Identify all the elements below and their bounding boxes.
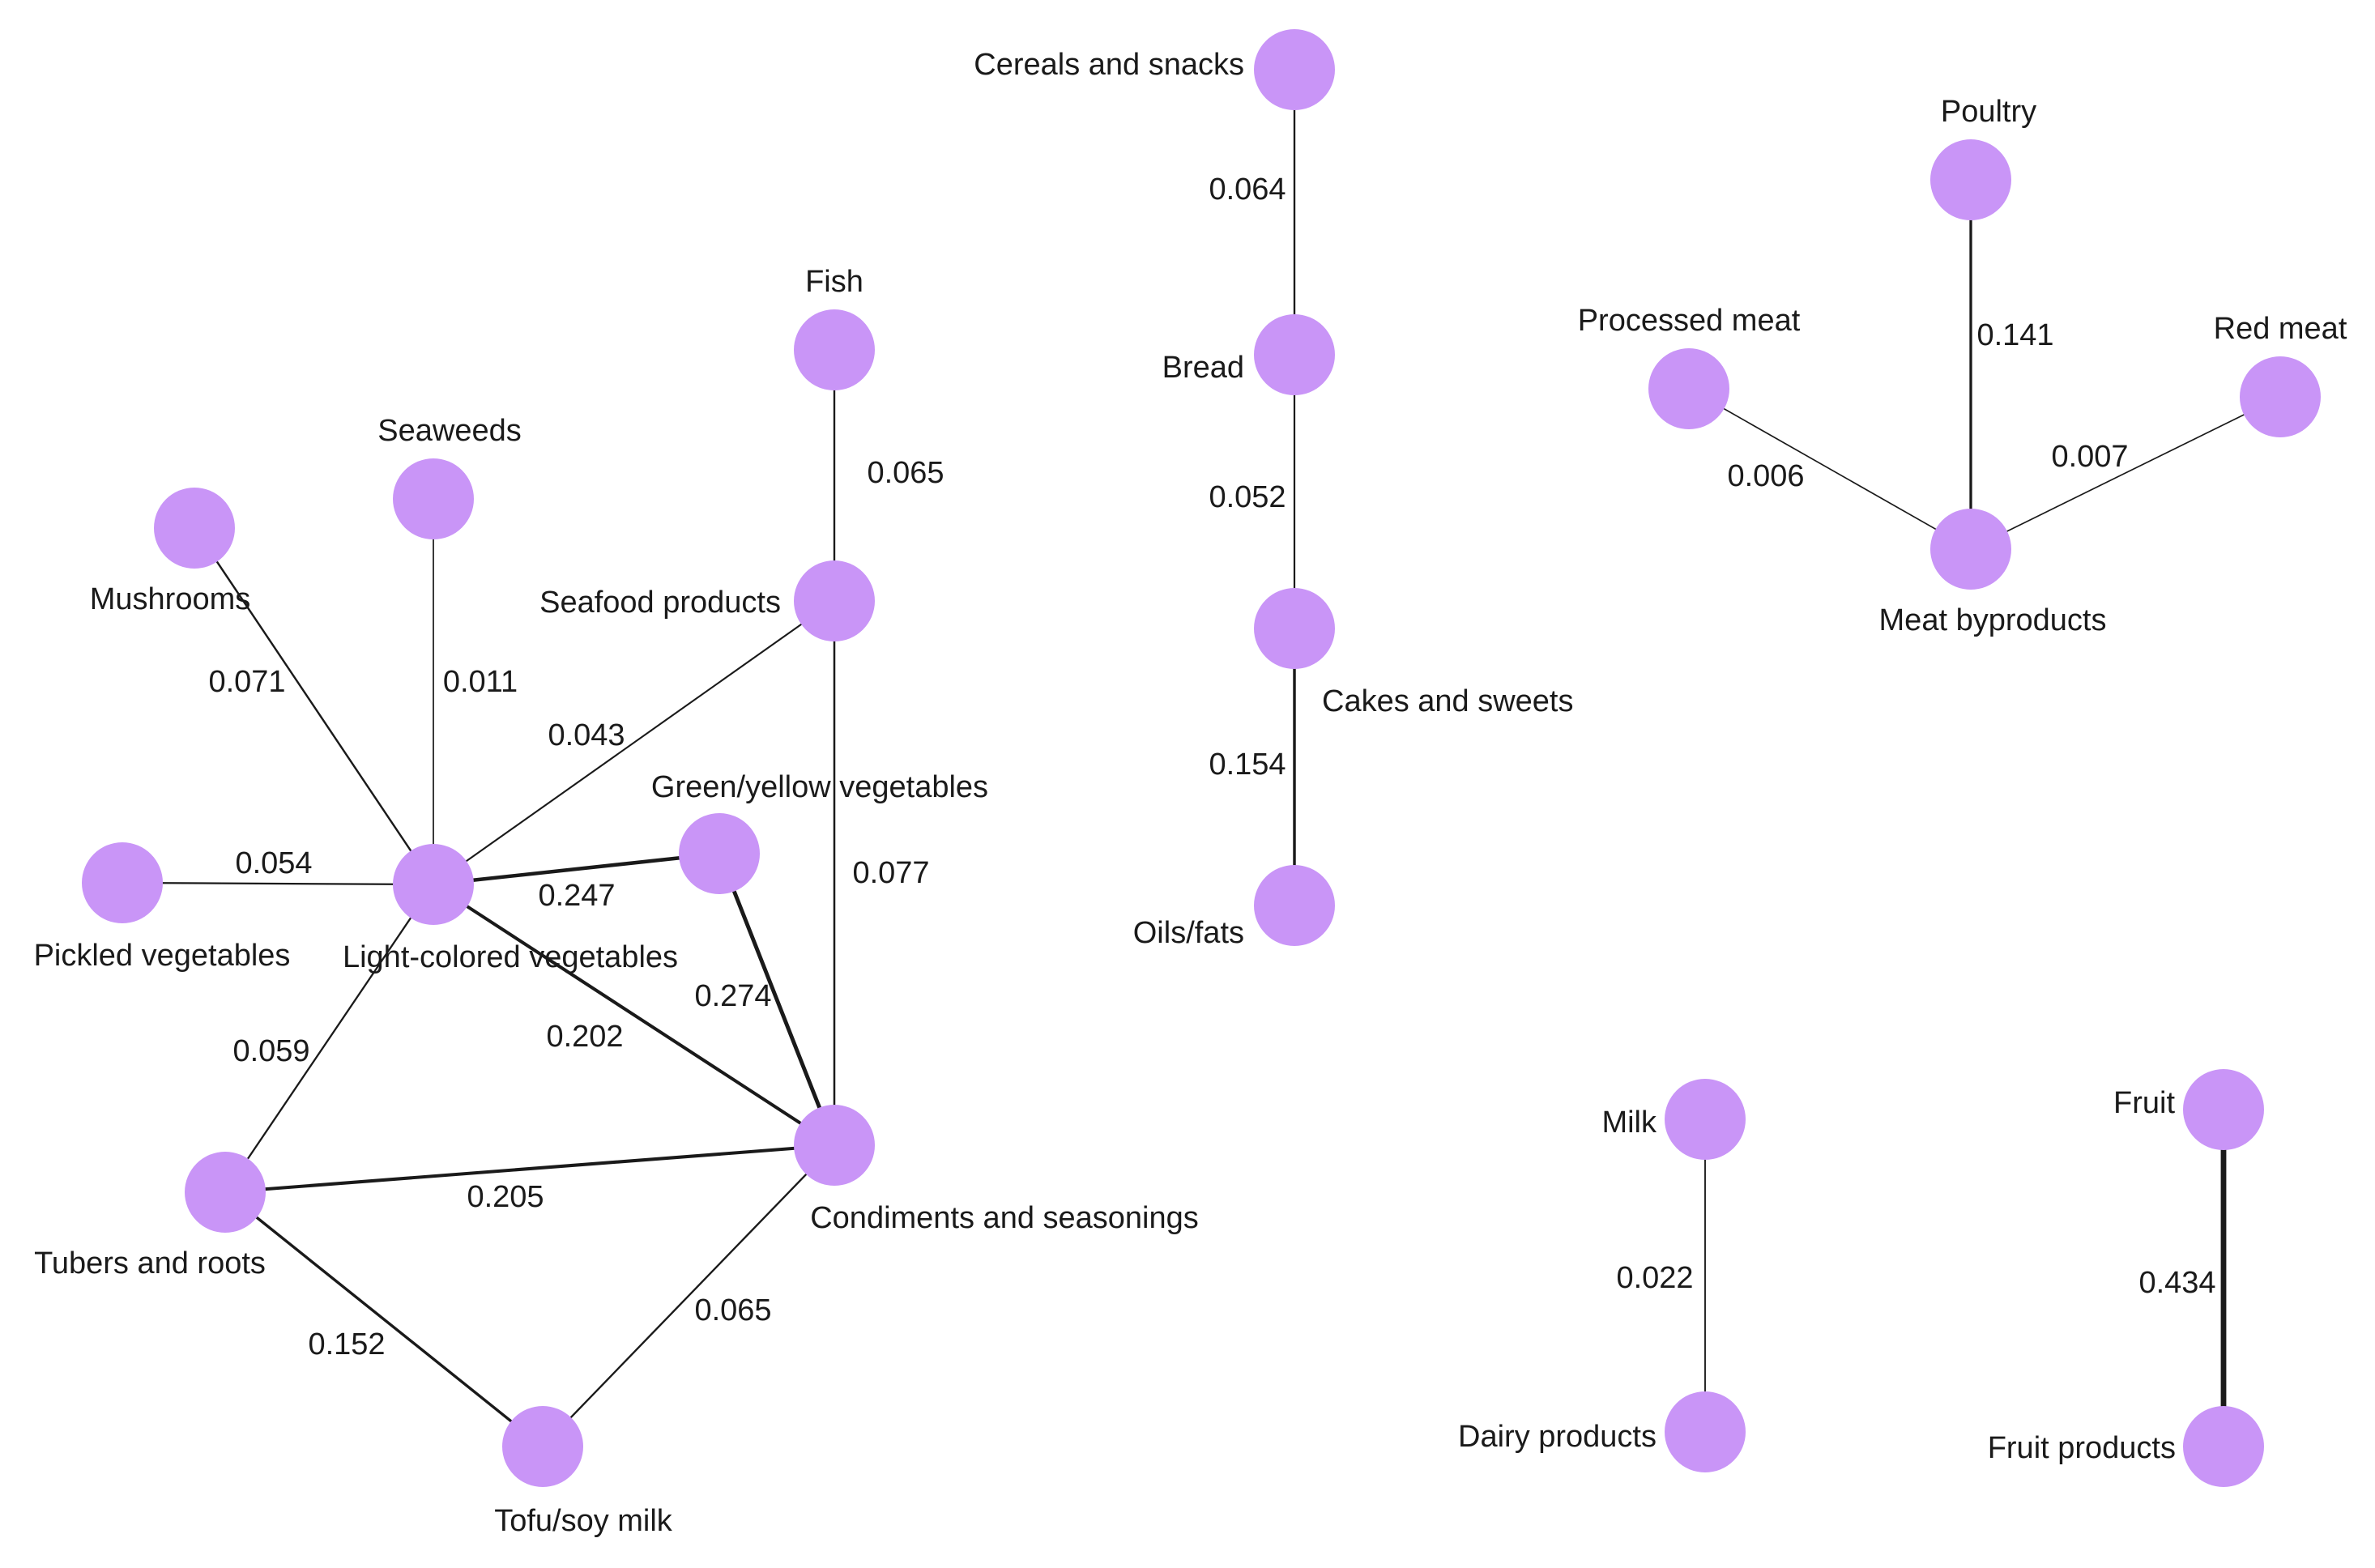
edge-weight-label: 0.007	[2051, 440, 2128, 474]
edge-weight-label: 0.205	[467, 1180, 544, 1214]
node-tubers	[185, 1152, 266, 1233]
node-lightcol	[393, 844, 474, 925]
node-fish	[794, 309, 875, 390]
node-label-condiments: Condiments and seasonings	[810, 1201, 1199, 1235]
node-seaweeds	[393, 458, 474, 539]
edge-weight-label: 0.043	[548, 718, 625, 752]
edge-mushrooms-lightcol	[193, 526, 435, 886]
node-bread	[1254, 314, 1335, 395]
edge-weight-label: 0.247	[538, 879, 615, 913]
node-label-milk: Milk	[1601, 1106, 1657, 1140]
edge-tubers-tofu	[224, 1191, 544, 1448]
node-processed	[1648, 348, 1729, 429]
node-label-mushrooms: Mushrooms	[90, 582, 251, 616]
node-greenyellow	[679, 813, 760, 894]
edge-weight-label: 0.065	[694, 1293, 771, 1327]
node-pickled	[82, 842, 163, 923]
edge-condiments-tofu	[541, 1144, 836, 1448]
edge-weight-label: 0.006	[1727, 459, 1804, 493]
node-milk	[1665, 1079, 1746, 1160]
node-label-fruit: Fruit	[2113, 1086, 2175, 1120]
node-cakes	[1254, 588, 1335, 669]
edge-pickled-lightcol	[121, 881, 435, 886]
edge-weight-label: 0.434	[2138, 1266, 2215, 1300]
edge-labels-layer: 0.064 0.052 0.154 0.141 0.006 0.007 0.065 0.011…	[208, 173, 2215, 1361]
edge-lightcol-condiments	[431, 882, 837, 1148]
node-label-lightcol: Light-colored vegetables	[343, 940, 678, 974]
node-label-tofu: Tofu/soy milk	[494, 1504, 673, 1538]
node-label-meatby: Meat byproducts	[1879, 603, 2107, 637]
node-redmeat	[2240, 356, 2321, 437]
edge-lightcol-greenyellow	[431, 851, 722, 887]
edge-weight-label: 0.154	[1209, 748, 1286, 782]
node-label-bread: Bread	[1162, 351, 1244, 385]
edge-lightcol-tubers	[224, 883, 435, 1194]
node-label-seafood: Seafood products	[539, 586, 781, 620]
node-tofu	[502, 1406, 583, 1487]
edge-weight-label: 0.054	[235, 846, 312, 880]
node-poultry	[1930, 139, 2011, 220]
edge-weight-label: 0.064	[1209, 173, 1286, 207]
node-label-greenyellow: Green/yellow vegetables	[651, 770, 988, 804]
node-oils	[1254, 865, 1335, 946]
node-fruitprod	[2183, 1406, 2264, 1487]
nodes-layer	[82, 29, 2321, 1487]
node-dairy	[1665, 1391, 1746, 1472]
edge-weight-label: 0.274	[694, 979, 771, 1013]
node-label-oils: Oils/fats	[1133, 916, 1244, 950]
node-mushrooms	[154, 488, 235, 569]
node-label-cereals: Cereals and snacks	[974, 48, 1244, 82]
edge-tubers-condiments	[223, 1143, 837, 1195]
node-label-poultry: Poultry	[1941, 95, 2036, 129]
edge-weight-label: 0.071	[208, 665, 285, 699]
node-label-processed: Processed meat	[1578, 304, 1801, 338]
node-label-pickled: Pickled vegetables	[34, 939, 291, 973]
edge-greenyellow-condiments	[717, 851, 837, 1148]
edge-weight-label: 0.077	[852, 856, 929, 890]
edge-weight-label: 0.059	[232, 1034, 309, 1068]
node-label-fish: Fish	[805, 265, 863, 299]
edge-weight-label: 0.052	[1209, 480, 1286, 514]
edge-weight-label: 0.065	[867, 456, 944, 490]
edge-seafood-lightcol	[432, 599, 836, 886]
edge-weight-label: 0.141	[1976, 318, 2053, 352]
node-fruit	[2183, 1069, 2264, 1150]
edge-processed-meatby	[1688, 388, 1972, 550]
edge-weight-label: 0.202	[546, 1020, 623, 1054]
node-seafood	[794, 560, 875, 641]
node-label-tubers: Tubers and roots	[34, 1246, 266, 1280]
edge-redmeat-meatby	[1970, 396, 2281, 550]
node-label-redmeat: Red meat	[2214, 312, 2347, 346]
edge-weight-label: 0.011	[443, 665, 518, 699]
node-meatby	[1930, 509, 2011, 590]
edge-weight-label: 0.152	[308, 1327, 385, 1361]
node-cereals	[1254, 29, 1335, 110]
edges-layer	[121, 68, 2281, 1450]
node-condiments	[794, 1105, 875, 1186]
edge-weight-label: 0.022	[1616, 1261, 1693, 1295]
node-label-fruitprod: Fruit products	[1988, 1431, 2176, 1465]
node-label-dairy: Dairy products	[1458, 1420, 1657, 1454]
node-label-seaweeds: Seaweeds	[377, 414, 521, 448]
node-label-cakes: Cakes and sweets	[1322, 684, 1574, 718]
